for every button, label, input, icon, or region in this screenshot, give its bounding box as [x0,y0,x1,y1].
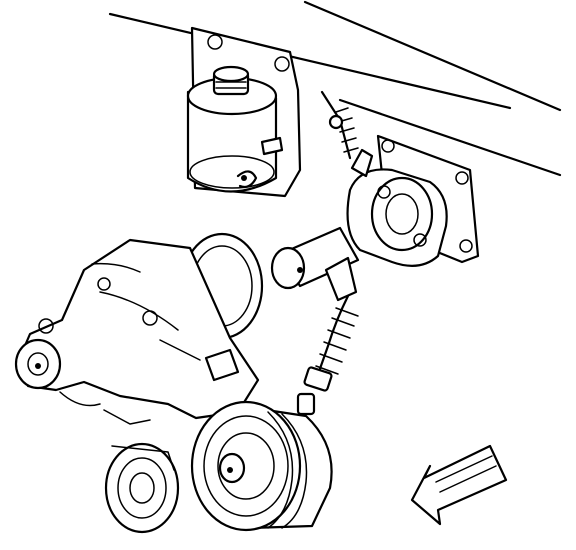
lower-hose [303,294,359,392]
frame-lines [108,0,562,177]
fluid-reservoir-icon [186,65,284,193]
crank-pulley [104,442,180,534]
engine-block-icon [14,238,260,425]
pump-icon [346,148,448,267]
arrow-front-icon [410,444,508,526]
upper-hose [320,90,359,160]
shaft-icon [270,226,360,302]
drive-pulley [190,392,333,532]
